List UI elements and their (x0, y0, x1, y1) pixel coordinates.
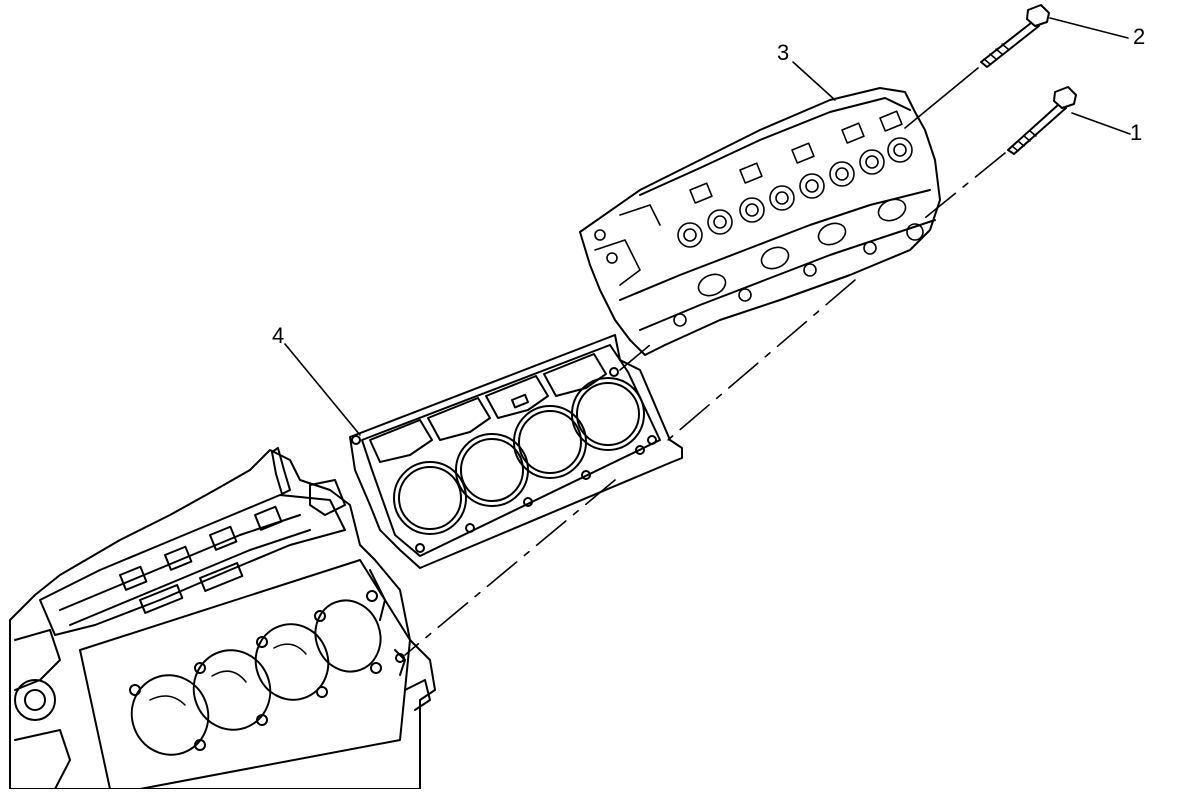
callout-2: 2 (1133, 24, 1146, 49)
alignment-line-gasket-to-head (619, 344, 651, 371)
callout-3: 3 (777, 40, 790, 65)
head-bolt-1 (1007, 86, 1077, 155)
alignment-line-head-to-gasket (667, 279, 856, 441)
head-bolt-2 (980, 4, 1050, 68)
leader-line-2 (1049, 17, 1129, 39)
alignment-line-gasket-to-block (404, 479, 616, 656)
leader-line-bolt2-to-head (904, 67, 979, 129)
leader-line-3 (792, 61, 836, 101)
alignment-line-bolt-1-upper (919, 152, 1006, 223)
leader-line-1 (1071, 112, 1131, 135)
cylinder-head (579, 87, 941, 356)
engine-block (9, 447, 436, 790)
leader-lines (284, 17, 1131, 436)
leader-line-4 (284, 343, 361, 436)
head-gasket (349, 334, 683, 569)
callout-1: 1 (1130, 120, 1143, 145)
alignment-lines (404, 152, 1006, 656)
callout-4: 4 (272, 323, 285, 348)
